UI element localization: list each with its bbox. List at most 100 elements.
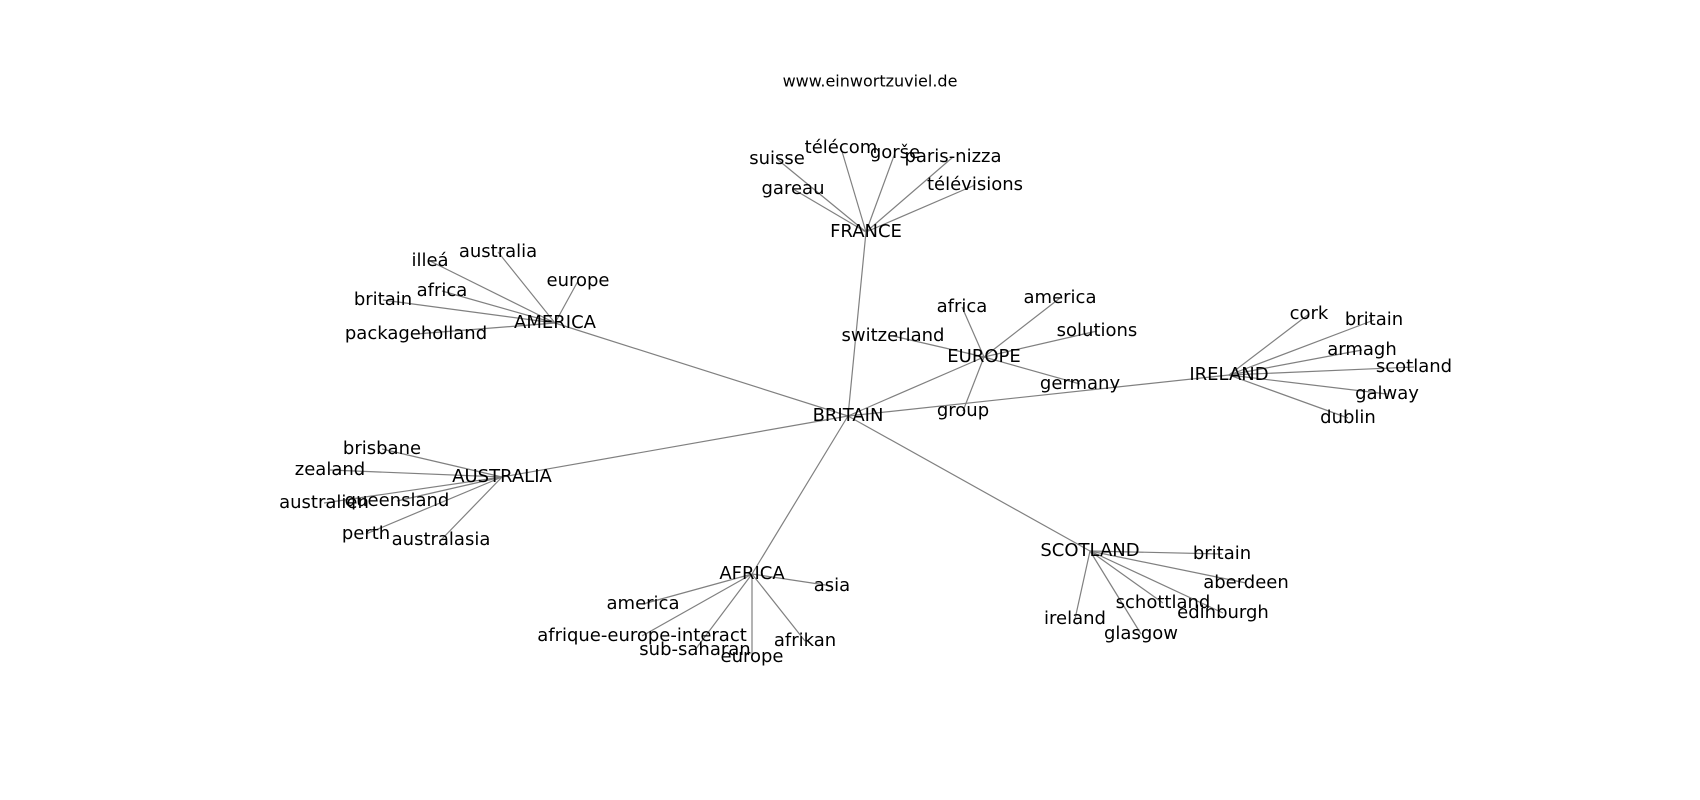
node-fr-televisions: télévisions: [927, 174, 1023, 195]
node-am-europe: europe: [547, 270, 610, 291]
node-fr-telecom: télécom: [805, 137, 878, 158]
edge-australia_hub-au_perth: [365, 476, 503, 535]
edge-africa_hub-af_asia: [751, 573, 833, 587]
node-am-australia: australia: [459, 241, 537, 262]
node-af-asia: asia: [814, 575, 850, 596]
node-af-interact: afrique-europe-interact: [537, 625, 747, 646]
node-australia-hub: AUSTRALIA: [452, 466, 552, 487]
edge-america_hub-am_europe: [554, 280, 579, 324]
edge-scotland_hub-sc_schottland: [1089, 550, 1164, 604]
edge-france_hub-fr_telecom: [840, 147, 867, 233]
edge-ireland_hub-ie_scotland: [1228, 366, 1415, 376]
edge-france_hub-fr_televisions: [865, 184, 976, 233]
edge-britain_hub-france_hub: [847, 231, 867, 417]
node-eu-america: america: [1024, 287, 1097, 308]
edge-australia_hub-au_zealand: [329, 469, 503, 478]
edge-africa_hub-af_interact: [641, 573, 753, 637]
edge-scotland_hub-sc_britain: [1089, 550, 1223, 555]
edge-america_hub-am_illea: [429, 260, 556, 324]
node-ie-armagh: armagh: [1327, 339, 1397, 360]
edge-britain_hub-europe_hub: [847, 356, 985, 417]
node-sc-schottland: schottland: [1116, 592, 1211, 613]
node-eu-solutions: solutions: [1057, 320, 1138, 341]
edge-scotland_hub-sc_edinburgh: [1089, 550, 1224, 614]
node-am-britain: britain: [354, 289, 412, 310]
node-au-australasia: australasia: [392, 529, 491, 550]
node-sc-aberdeen: aberdeen: [1203, 572, 1289, 593]
edge-europe_hub-eu_switzerland: [892, 335, 985, 358]
labels-layer: BRITAIN FRANCE AMERICA EUROPE IRELAND AUSTRAL…: [279, 137, 1452, 667]
node-fr-gorse: gorše: [870, 142, 920, 163]
edge-britain_hub-ireland_hub: [847, 374, 1230, 417]
node-sc-ireland: ireland: [1044, 608, 1106, 629]
edge-africa_hub-af_afrikan: [751, 573, 806, 642]
edge-europe_hub-eu_germany: [983, 356, 1081, 385]
node-sc-glasgow: glasgow: [1104, 623, 1178, 644]
edge-europe_hub-eu_solutions: [983, 330, 1098, 358]
edge-ireland_hub-ie_armagh: [1228, 349, 1363, 376]
edge-france_hub-fr_suisse: [776, 158, 867, 233]
edge-africa_hub-af_america: [642, 573, 753, 605]
node-france-hub: FRANCE: [830, 221, 902, 242]
node-af-afrikan: afrikan: [774, 630, 836, 651]
node-am-africa: africa: [417, 280, 468, 301]
node-eu-group: group: [937, 400, 989, 421]
node-africa-hub: AFRICA: [719, 563, 785, 584]
edge-ireland_hub-ie_galway: [1228, 374, 1388, 395]
node-af-subsaharan: sub-saharan: [639, 639, 750, 660]
node-ie-britain: britain: [1345, 309, 1403, 330]
edge-europe_hub-eu_group: [962, 356, 985, 412]
edge-australia_hub-au_australasia: [440, 476, 503, 541]
edge-france_hub-fr_parisnizza: [865, 156, 954, 233]
edge-america_hub-am_africa: [441, 290, 556, 324]
edge-scotland_hub-sc_ireland: [1074, 550, 1091, 620]
node-fr-suisse: suisse: [749, 148, 805, 169]
node-eu-africa: africa: [937, 296, 988, 317]
node-fr-gareau: gareau: [762, 178, 825, 199]
edges-layer: [323, 147, 1415, 657]
node-eu-switzerland: switzerland: [842, 325, 945, 346]
node-am-packageholland: packageholland: [345, 323, 487, 344]
node-ireland-hub: IRELAND: [1189, 364, 1268, 385]
edge-europe_hub-eu_africa: [961, 306, 985, 358]
node-au-perth: perth: [342, 523, 390, 544]
site-url-label: www.einwortzuviel.de: [783, 72, 958, 91]
node-sc-britain: britain: [1193, 543, 1251, 564]
edge-britain_hub-america_hub: [554, 322, 849, 417]
edge-france_hub-fr_gareau: [792, 188, 867, 233]
edge-australia_hub-au_australien: [323, 476, 503, 504]
node-europe-hub: EUROPE: [947, 346, 1020, 367]
node-au-australien: australien: [279, 492, 369, 513]
node-america-hub: AMERICA: [514, 312, 597, 333]
edge-britain_hub-scotland_hub: [847, 415, 1091, 552]
node-af-america: america: [607, 593, 680, 614]
edge-australia_hub-au_brisbane: [381, 448, 503, 478]
edge-australia_hub-au_queensland: [396, 476, 503, 502]
node-ie-dublin: dublin: [1320, 407, 1376, 428]
edge-france_hub-fr_gorse: [865, 152, 896, 233]
node-am-illea: illeá: [411, 250, 448, 271]
node-ie-galway: galway: [1355, 383, 1419, 404]
node-af-europe: europe: [721, 646, 784, 667]
edge-america_hub-am_britain: [382, 299, 556, 324]
node-sc-edinburgh: edinburgh: [1177, 602, 1269, 623]
edge-africa_hub-af_subsaharan: [694, 573, 753, 651]
edge-america_hub-am_packageholland: [415, 322, 556, 335]
edge-scotland_hub-sc_glasgow: [1089, 550, 1142, 635]
node-fr-parisnizza: paris-nizza: [904, 146, 1001, 167]
node-scotland-hub: SCOTLAND: [1040, 540, 1139, 561]
node-au-zealand: zealand: [295, 459, 365, 480]
edge-britain_hub-australia_hub: [501, 415, 849, 478]
node-eu-germany: germany: [1040, 373, 1121, 394]
edge-scotland_hub-sc_aberdeen: [1089, 550, 1247, 584]
edge-europe_hub-eu_america: [983, 297, 1061, 358]
edge-america_hub-am_australia: [497, 251, 556, 324]
node-britain-hub: BRITAIN: [813, 405, 884, 426]
node-ie-scotland: scotland: [1376, 356, 1452, 377]
edge-ireland_hub-ie_cork: [1228, 313, 1310, 376]
edge-ireland_hub-ie_britain: [1228, 319, 1375, 376]
node-au-brisbane: brisbane: [343, 438, 421, 459]
node-au-queensland: queensland: [345, 490, 450, 511]
edge-britain_hub-africa_hub: [751, 415, 849, 575]
